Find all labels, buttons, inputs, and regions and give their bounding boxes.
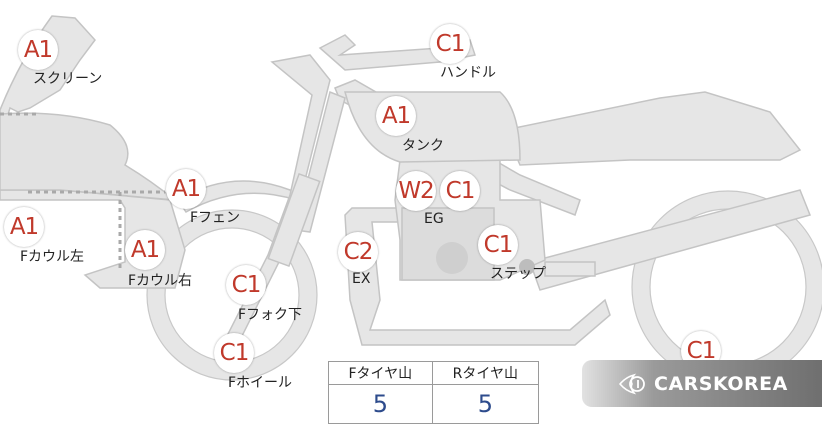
grade-badge-screen: A1	[18, 30, 58, 70]
rear-seat-tail	[503, 91, 802, 166]
label-handlebar: ハンドル	[440, 65, 496, 81]
grade-badge-tank: A1	[376, 96, 416, 136]
grade-badge-front-cowl-right: A1	[125, 230, 165, 270]
grade-badge-footpeg: C1	[478, 225, 518, 265]
footpeg	[544, 261, 596, 277]
grade-badge-engine-w2: W2	[396, 171, 436, 211]
label-exhaust: EX	[352, 271, 371, 287]
brand-name: CARSKOREA	[654, 372, 788, 395]
grade-badge-front-wheel: C1	[214, 333, 254, 373]
flame-logo-icon	[618, 373, 645, 394]
label-front-cowl-left: Fカウル左	[20, 249, 85, 265]
label-footpeg: ステップ	[490, 266, 546, 282]
tire-tread-table: Fタイヤ山 Rタイヤ山 5 5	[328, 361, 540, 424]
grade-badge-engine: C1	[440, 171, 480, 211]
front-tire-tread-header: Fタイヤ山	[328, 361, 433, 385]
label-engine: EG	[424, 211, 444, 227]
grade-badge-front-fender: A1	[166, 169, 206, 209]
grade-badge-handlebar: C1	[430, 24, 470, 64]
grade-badge-front-cowl-left: A1	[4, 207, 44, 247]
brand-watermark: CARSKOREA	[582, 360, 822, 407]
front-tire-tread-value: 5	[328, 384, 433, 424]
rear-tire-tread-value: 5	[431, 384, 540, 424]
label-front-fender: Fフェン	[190, 210, 241, 226]
label-screen: スクリーン	[33, 71, 103, 87]
grade-badge-exhaust: C2	[338, 232, 378, 272]
label-front-cowl-right: Fカウル右	[128, 273, 193, 289]
label-tank: タンク	[402, 138, 444, 154]
label-front-wheel: Fホイール	[228, 375, 293, 391]
label-front-fork-lower: Fフォク下	[238, 307, 303, 323]
rear-tire-tread-header: Rタイヤ山	[431, 361, 540, 385]
swing-arm	[529, 189, 812, 291]
grade-badge-front-fork-lower: C1	[226, 265, 266, 305]
